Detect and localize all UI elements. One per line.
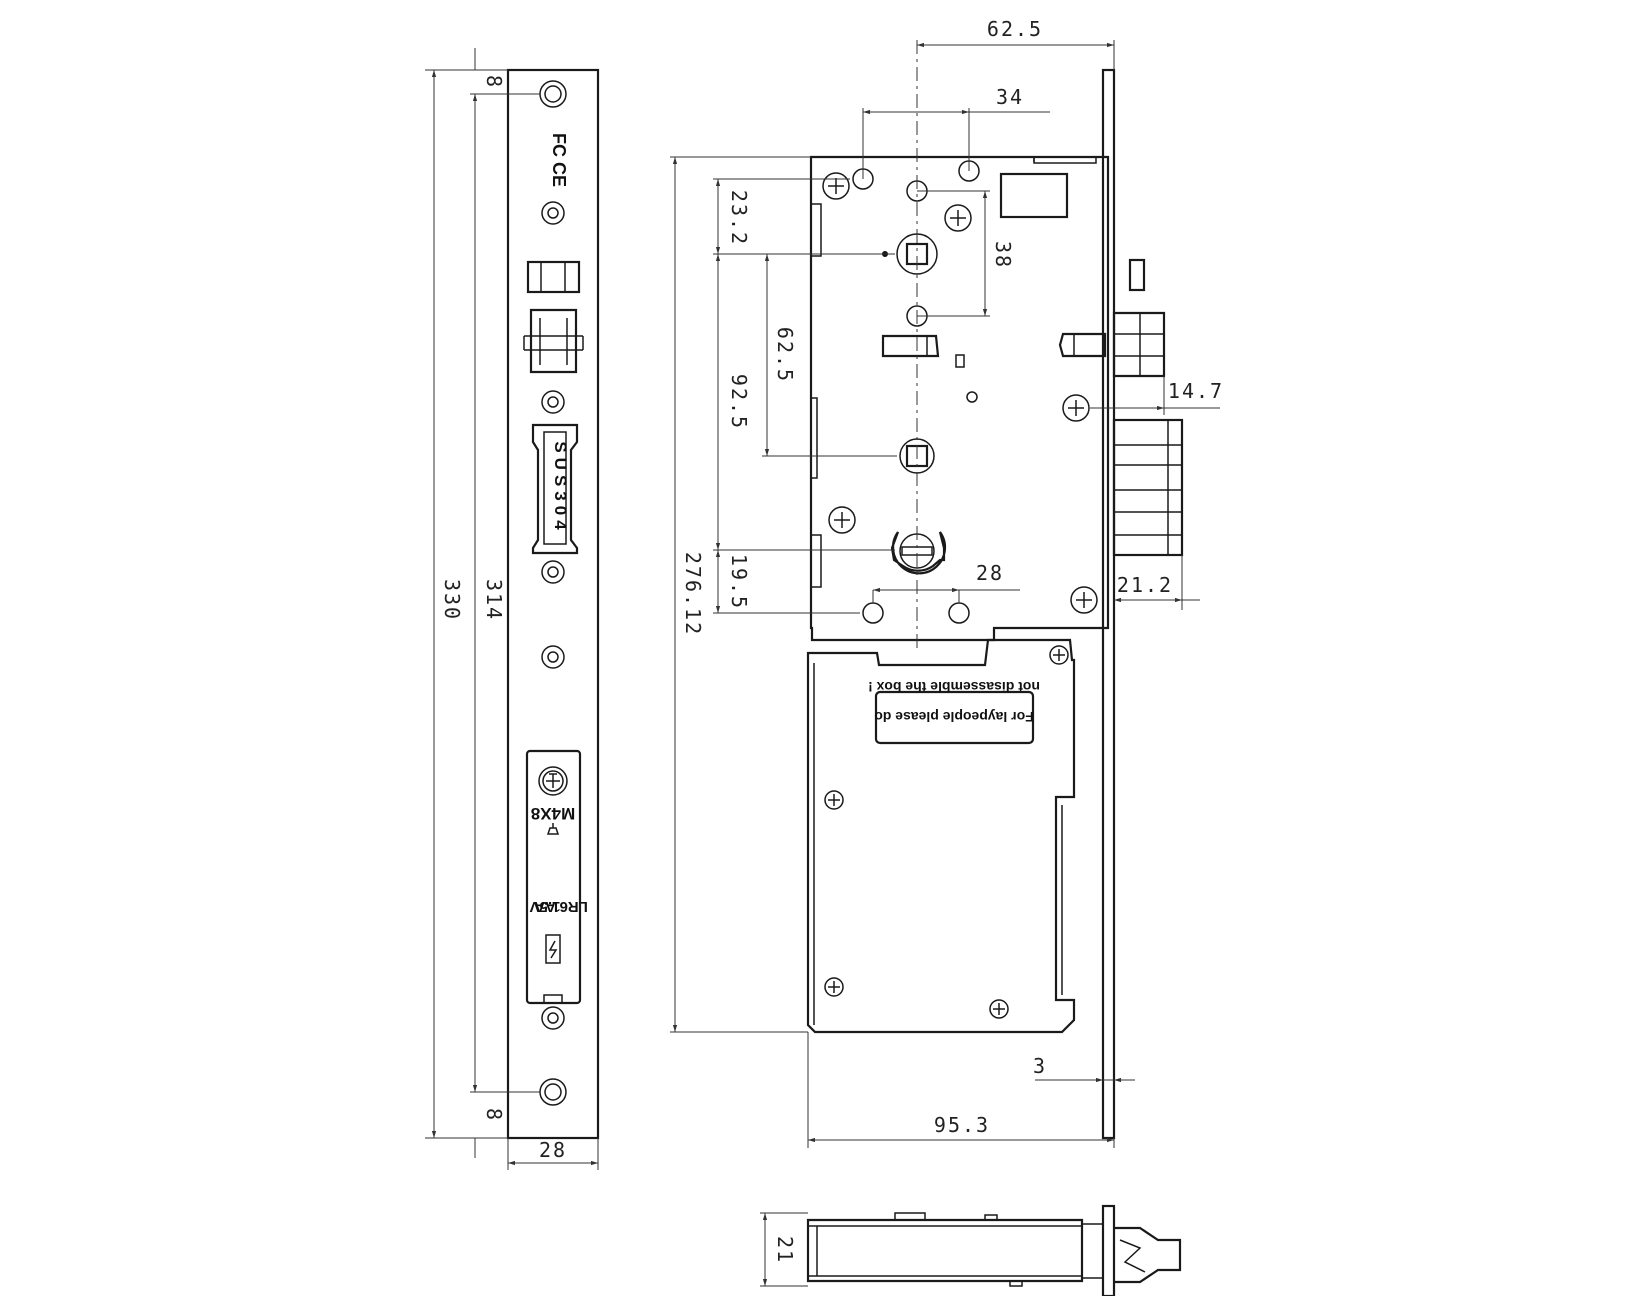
dim-case-height: 276.12 bbox=[681, 552, 705, 636]
dim-edge-offset-top: 8 bbox=[482, 75, 506, 89]
dim-deadbolt-throw: 14.7 bbox=[1168, 379, 1224, 403]
faceplate-auxiliary-latch bbox=[523, 308, 584, 374]
dim-cylinder-to-holes: 19.5 bbox=[727, 554, 751, 610]
dim-screw-spacing: 314 bbox=[482, 579, 506, 621]
lock-case-upper bbox=[809, 155, 1110, 642]
dim-plate-thickness: 3 bbox=[1033, 1054, 1047, 1078]
motor-window bbox=[999, 172, 1069, 219]
dim-faceplate-width: 28 bbox=[539, 1138, 567, 1162]
cert-marks-label: FC CE bbox=[549, 133, 569, 187]
dim-hub-to-hole: 38 bbox=[991, 241, 1015, 269]
dim-latch-throw: 21.2 bbox=[1117, 573, 1173, 597]
material-label: SUS304 bbox=[551, 441, 570, 534]
lock-top-view: 21 bbox=[760, 1204, 1182, 1296]
faceplate-outline bbox=[506, 68, 600, 1140]
phillips-screw-icon bbox=[822, 172, 1098, 614]
dim-top-to-hub: 23.2 bbox=[727, 190, 751, 246]
warning-text-line1: For laypeople please do bbox=[874, 709, 1034, 725]
faceplate-mount-hole-top bbox=[539, 80, 567, 108]
side-auxiliary-latch bbox=[1058, 258, 1166, 378]
dim-backset-total: 62.5 bbox=[987, 17, 1043, 41]
battery-voltage-label: 1.5V bbox=[530, 898, 561, 915]
phillips-screw-icon bbox=[824, 645, 1069, 1019]
faceplate-view: FC CE SUS304 bbox=[425, 48, 600, 1170]
dim-hole-spacing-top: 34 bbox=[996, 85, 1024, 109]
dim-case-depth: 95.3 bbox=[934, 1113, 990, 1137]
dim-case-thickness: 21 bbox=[773, 1236, 797, 1264]
battery-box-outline bbox=[806, 638, 1076, 1034]
faceplate-latch-opening bbox=[531, 423, 579, 555]
side-main-latch bbox=[1112, 418, 1184, 557]
dim-edge-offset-bottom: 8 bbox=[482, 1108, 506, 1122]
faceplate-dimensions bbox=[425, 48, 599, 1170]
screw-spec-label: M4X8 bbox=[531, 804, 575, 823]
dim-holes-spacing-bottom: 28 bbox=[976, 561, 1004, 585]
lock-side-view: For laypeople please do not disassemble … bbox=[670, 17, 1224, 1148]
faceplate-mount-hole-bottom bbox=[539, 1078, 567, 1106]
internal-slot bbox=[881, 334, 940, 358]
faceplate-deadbolt-opening bbox=[526, 260, 581, 294]
cylinder-cam bbox=[890, 531, 947, 575]
battery-type-label: LR6 AA bbox=[534, 898, 588, 915]
dim-hub-to-hub: 62.5 bbox=[773, 327, 797, 383]
torx-screw-icon bbox=[541, 201, 565, 1030]
dim-hub-to-cylinder: 92.5 bbox=[727, 374, 751, 430]
dim-faceplate-length: 330 bbox=[440, 579, 464, 621]
side-dimensions bbox=[670, 40, 1220, 1148]
warning-text-line2: not disassemble the box ! bbox=[868, 679, 1040, 695]
warning-label-box: For laypeople please do not disassemble … bbox=[868, 679, 1040, 745]
battery-compartment bbox=[525, 749, 582, 1005]
